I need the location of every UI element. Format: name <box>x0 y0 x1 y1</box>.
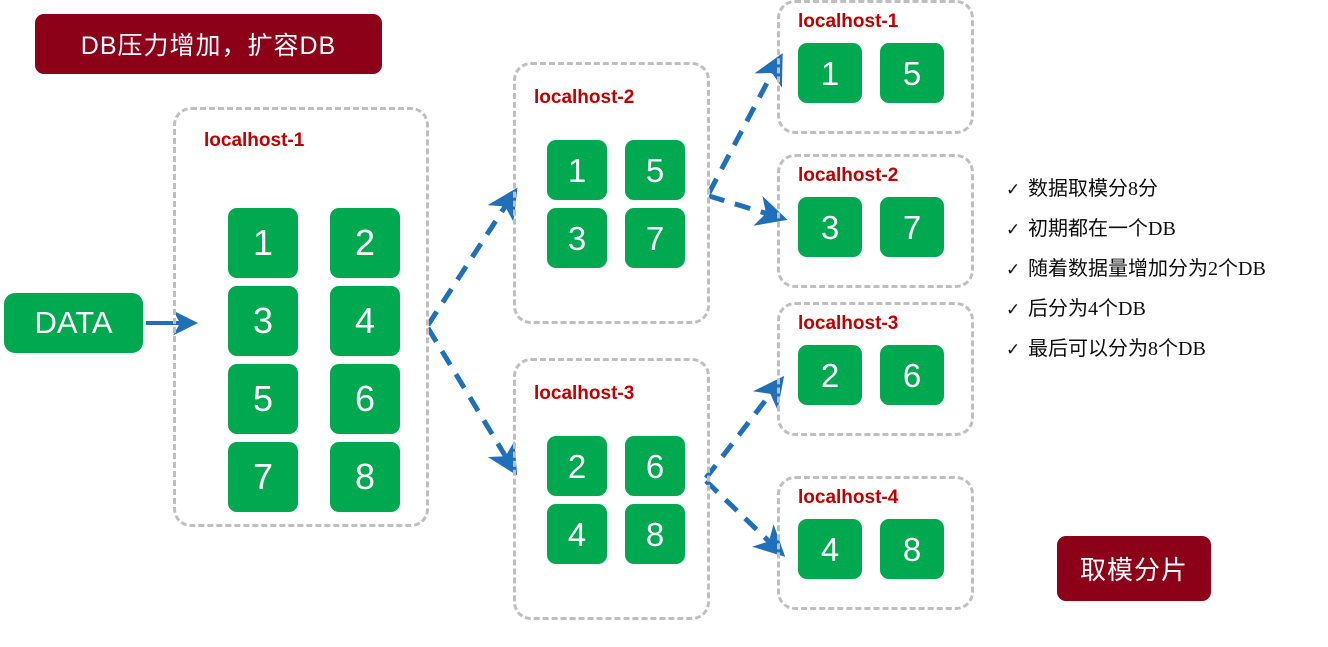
shard-tile: 8 <box>330 442 400 512</box>
list-item-label: 随着数据量增加分为2个DB <box>1028 258 1266 280</box>
shard-tile: 4 <box>547 504 607 564</box>
shard-tile: 8 <box>625 504 685 564</box>
shard-tile: 8 <box>880 519 944 579</box>
host-container-stage3-2: localhost-2 3 7 <box>777 154 974 288</box>
list-item: ✓ 随着数据量增加分为2个DB <box>1006 252 1328 281</box>
list-item-label: 后分为4个DB <box>1028 298 1146 320</box>
list-item: ✓ 最后可以分为8个DB <box>1006 332 1328 361</box>
list-item-label: 初期都在一个DB <box>1028 218 1176 240</box>
arrow-host3-to-host3d <box>704 479 786 557</box>
shard-tile: 2 <box>547 436 607 496</box>
shard-tile: 2 <box>330 208 400 278</box>
shard-tile: 3 <box>547 208 607 268</box>
shard-grid: 3 7 <box>798 197 944 257</box>
host-container-stage3-3: localhost-3 2 6 <box>777 302 974 436</box>
host-label: localhost-2 <box>798 165 899 186</box>
shard-tile: 4 <box>330 286 400 356</box>
arrow-host1-to-host2 <box>425 187 518 327</box>
check-icon: ✓ <box>1006 180 1021 199</box>
shard-tile: 2 <box>798 345 862 405</box>
check-icon: ✓ <box>1006 340 1021 359</box>
shard-tile: 5 <box>625 140 685 200</box>
shard-tile: 1 <box>228 208 298 278</box>
footer-badge: 取模分片 <box>1057 536 1211 601</box>
shard-tile: 6 <box>880 345 944 405</box>
shard-grid: 2 6 4 8 <box>547 436 685 564</box>
banner-title: DB压力增加，扩容DB <box>35 14 382 74</box>
host-label: localhost-3 <box>798 313 899 334</box>
shard-tile: 5 <box>228 364 298 434</box>
arrow-host2-to-host3b <box>708 193 788 226</box>
list-item-label: 最后可以分为8个DB <box>1028 338 1206 360</box>
check-icon: ✓ <box>1006 300 1021 319</box>
list-item-label: 数据取模分8分 <box>1028 178 1158 200</box>
host-container-stage1: localhost-1 1 2 3 4 5 6 7 8 <box>173 107 429 527</box>
host-container-stage2-2: localhost-3 2 6 4 8 <box>513 358 710 620</box>
host-container-stage3-4: localhost-4 4 8 <box>777 476 974 610</box>
shard-grid: 1 5 <box>798 43 944 103</box>
host-container-stage3-1: localhost-1 1 5 <box>777 0 974 134</box>
shard-tile: 6 <box>625 436 685 496</box>
list-item: ✓ 后分为4个DB <box>1006 292 1328 321</box>
host-label: localhost-1 <box>798 11 899 32</box>
host-label: localhost-1 <box>204 130 305 151</box>
shard-tile: 1 <box>547 140 607 200</box>
shard-tile: 7 <box>228 442 298 512</box>
arrow-host1-to-host3 <box>425 326 518 476</box>
shard-tile: 5 <box>880 43 944 103</box>
list-item: ✓ 初期都在一个DB <box>1006 212 1328 241</box>
arrow-host2-to-host3a <box>706 53 783 195</box>
shard-grid: 1 5 3 7 <box>547 140 685 268</box>
check-icon: ✓ <box>1006 220 1021 239</box>
data-source-box: DATA <box>4 293 143 353</box>
host-label: localhost-2 <box>534 87 635 108</box>
check-icon: ✓ <box>1006 260 1021 279</box>
shard-grid: 1 2 3 4 5 6 7 8 <box>228 208 400 512</box>
host-label: localhost-3 <box>534 383 635 404</box>
shard-tile: 1 <box>798 43 862 103</box>
host-container-stage2-1: localhost-2 1 5 3 7 <box>513 62 710 324</box>
notes-list: ✓ 数据取模分8分 ✓ 初期都在一个DB ✓ 随着数据量增加分为2个DB ✓ 后… <box>1006 172 1328 372</box>
shard-tile: 7 <box>880 197 944 257</box>
shard-tile: 3 <box>228 286 298 356</box>
arrow-host3-to-host3c <box>704 376 785 480</box>
list-item: ✓ 数据取模分8分 <box>1006 172 1328 201</box>
shard-grid: 2 6 <box>798 345 944 405</box>
shard-grid: 4 8 <box>798 519 944 579</box>
shard-tile: 3 <box>798 197 862 257</box>
host-label: localhost-4 <box>798 487 899 508</box>
shard-tile: 4 <box>798 519 862 579</box>
shard-tile: 6 <box>330 364 400 434</box>
shard-tile: 7 <box>625 208 685 268</box>
